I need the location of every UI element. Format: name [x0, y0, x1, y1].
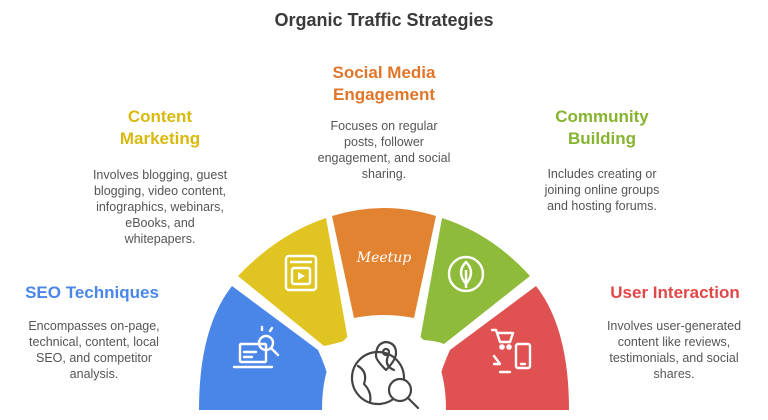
content-desc-line: whitepapers. — [124, 232, 196, 246]
user-interaction-heading: User Interaction — [592, 282, 758, 304]
seo-description: Encompasses on-page, technical, content,… — [10, 318, 178, 382]
user-heading-line: User Interaction — [610, 283, 740, 302]
social-heading-line: Engagement — [332, 85, 436, 104]
laptop-search-icon — [232, 325, 280, 369]
user-desc-line: testimonials, and social — [609, 351, 739, 365]
content-marketing-heading: Content Marketing — [90, 106, 230, 150]
community-heading-line: Building — [568, 129, 636, 148]
video-book-icon — [284, 254, 318, 292]
content-desc-line: Involves blogging, guest — [92, 168, 228, 182]
social-desc-line: engagement, and social — [317, 151, 451, 165]
content-heading-line: Content — [127, 107, 193, 126]
community-desc-line: Includes creating or — [547, 167, 657, 181]
seo-desc-line: technical, content, local — [29, 335, 159, 349]
meetup-logo-icon: Meetup — [356, 250, 412, 266]
social-media-heading: Social Media Engagement — [304, 62, 464, 106]
seo-desc-line: SEO, and competitor — [35, 351, 153, 365]
seo-desc-line: analysis. — [69, 367, 119, 381]
social-desc-line: sharing. — [361, 167, 407, 181]
leaf-badge-icon — [447, 255, 485, 293]
community-description: Includes creating or joining online grou… — [520, 166, 684, 214]
social-desc-line: posts, follower — [344, 135, 424, 149]
user-desc-line: content like reviews, — [617, 335, 731, 349]
user-interaction-description: Involves user-generated content like rev… — [584, 318, 764, 382]
community-heading: Community Building — [532, 106, 672, 150]
diagram-title: Organic Traffic Strategies — [274, 10, 494, 30]
social-segment — [332, 208, 436, 318]
content-heading-line: Marketing — [119, 129, 201, 148]
content-desc-line: eBooks, and — [125, 216, 195, 230]
user-desc-line: shares. — [653, 367, 695, 381]
seo-heading: SEO Techniques — [12, 282, 172, 304]
community-desc-line: joining online groups — [544, 183, 660, 197]
content-marketing-description: Involves blogging, guest blogging, video… — [78, 167, 242, 247]
seo-heading-line: SEO Techniques — [25, 283, 159, 302]
cart-phone-icon — [490, 328, 532, 374]
community-segment — [420, 218, 530, 344]
globe-search-icon — [350, 340, 420, 410]
community-desc-line: and hosting forums. — [547, 199, 657, 213]
user-desc-line: Involves user-generated — [606, 319, 742, 333]
seo-desc-line: Encompasses on-page, — [28, 319, 160, 333]
content-desc-line: blogging, video content, — [93, 184, 227, 198]
social-media-description: Focuses on regular posts, follower engag… — [300, 118, 468, 182]
social-desc-line: Focuses on regular — [330, 119, 438, 133]
content-desc-line: infographics, webinars, — [96, 200, 224, 214]
social-heading-line: Social Media — [332, 63, 436, 82]
community-heading-line: Community — [555, 107, 649, 126]
